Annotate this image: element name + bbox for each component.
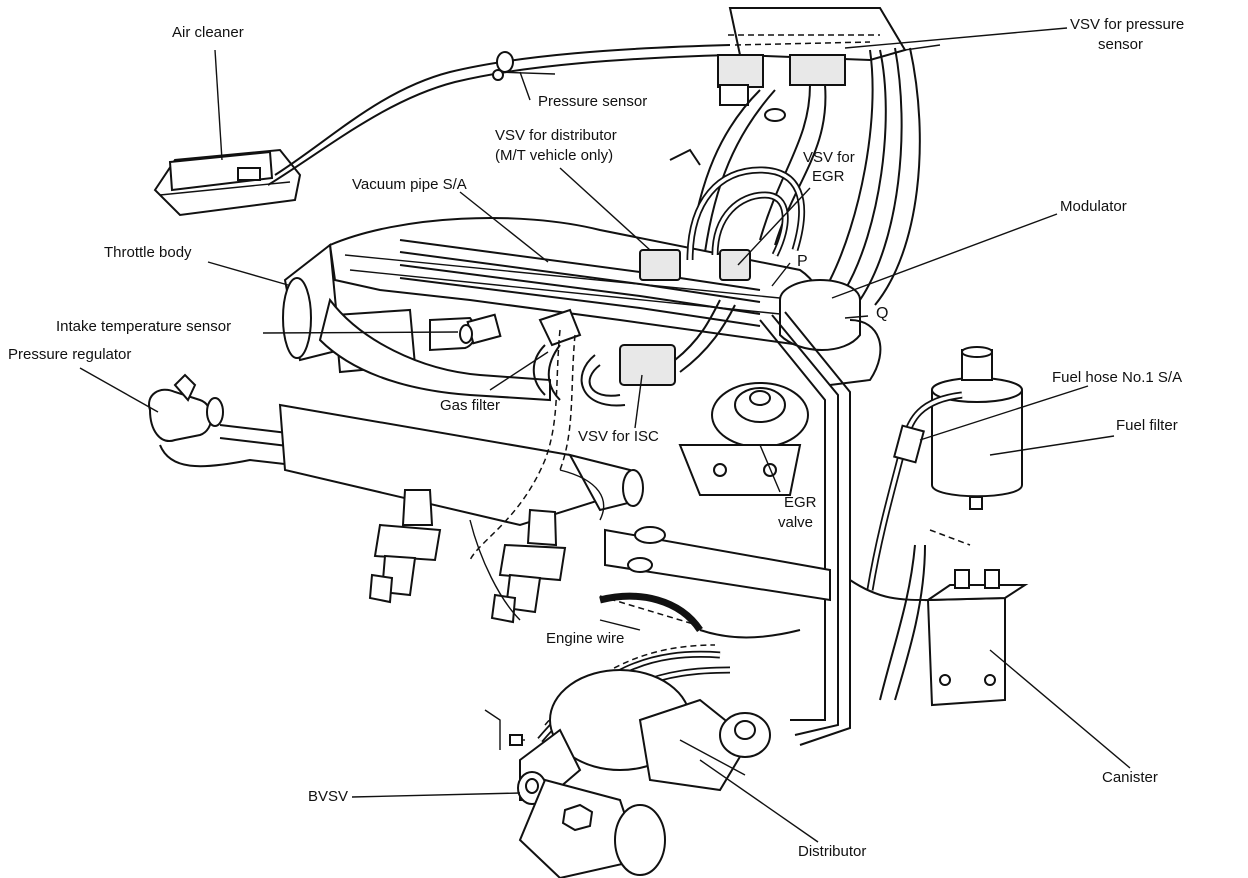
vsv-egr-distributor-part xyxy=(639,148,805,281)
label-bvsv: BVSV xyxy=(308,788,349,805)
vsv-isc-part xyxy=(580,299,736,407)
label-vsv-egr-line1: VSV for xyxy=(803,149,855,166)
air-cleaner-part xyxy=(153,148,302,217)
label-intake-temp-sensor: Intake temperature sensor xyxy=(56,318,232,335)
label-point-p: P xyxy=(797,253,808,270)
label-throttle-body: Throttle body xyxy=(104,244,192,261)
label-distributor: Distributor xyxy=(798,843,867,860)
pipe-clamp-small xyxy=(492,51,556,81)
label-vacuum-pipe: Vacuum pipe S/A xyxy=(352,176,467,193)
pressure-regulator-part xyxy=(148,373,224,442)
label-vsv-pressure-sensor-line1: VSV for pressure xyxy=(1070,16,1185,33)
engine-wire-part xyxy=(599,592,801,639)
label-fuel-filter: Fuel filter xyxy=(1116,417,1178,434)
label-fuel-hose: Fuel hose No.1 S/A xyxy=(1052,369,1183,386)
label-egr-valve-line2: valve xyxy=(778,514,814,531)
injector-right xyxy=(490,508,567,624)
modulator-part xyxy=(779,279,882,386)
label-air-cleaner: Air cleaner xyxy=(172,24,244,41)
oil-filter-part xyxy=(518,778,666,878)
pressure-sensor-part xyxy=(717,7,907,106)
label-pressure-regulator: Pressure regulator xyxy=(8,346,132,363)
label-engine-wire: Engine wire xyxy=(546,630,625,647)
canister-part xyxy=(924,569,1029,707)
fuel-hose-part xyxy=(866,391,963,591)
label-egr-valve-line1: EGR xyxy=(784,494,817,511)
leader-lines xyxy=(79,27,1131,843)
label-pressure-sensor: Pressure sensor xyxy=(538,93,648,110)
bvsv-part xyxy=(517,728,582,805)
label-point-q: Q xyxy=(876,305,889,322)
label-gas-filter: Gas filter xyxy=(440,397,501,414)
label-vsv-distributor-line1: VSV for distributor xyxy=(495,127,617,144)
intake-temp-sensor-part xyxy=(459,313,502,345)
label-vsv-isc: VSV for ISC xyxy=(578,428,659,445)
label-vsv-pressure-sensor-line2: sensor xyxy=(1098,36,1144,53)
fuel-filter-part xyxy=(931,346,1023,510)
injector-left xyxy=(368,489,442,604)
label-vsv-distributor-line2: (M/T vehicle only) xyxy=(495,147,614,164)
egr-valve-part xyxy=(678,382,809,496)
distributor-part xyxy=(549,669,771,792)
label-modulator: Modulator xyxy=(1060,198,1127,215)
label-vsv-egr-line2: EGR xyxy=(812,168,845,185)
label-canister: Canister xyxy=(1102,769,1158,786)
